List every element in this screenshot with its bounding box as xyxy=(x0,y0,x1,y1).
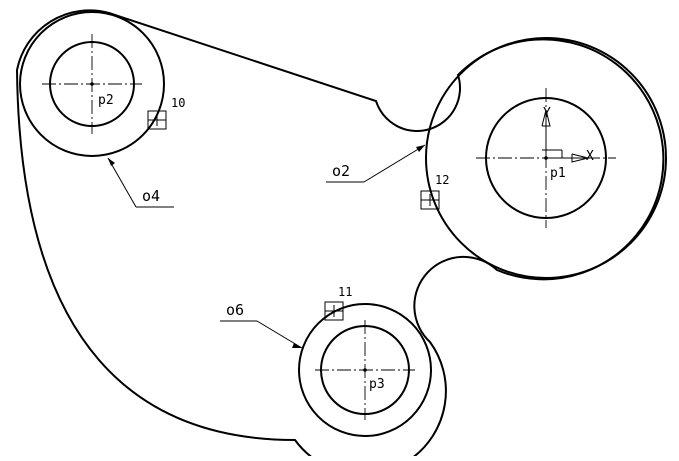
point-p2-label: p2 xyxy=(98,93,114,108)
constraint-10[interactable]: 10 xyxy=(147,96,185,130)
leader-o4: o4 xyxy=(107,157,174,208)
constraint-10-label: 10 xyxy=(171,96,185,110)
outer-contour-path xyxy=(15,9,665,461)
outline-o6-circle[interactable] xyxy=(298,303,432,437)
circle-group-p3 xyxy=(298,303,432,437)
outline-o4-circle[interactable] xyxy=(19,11,165,157)
leader-o6-arrow xyxy=(292,343,302,348)
point-p1-label: p1 xyxy=(550,166,566,181)
leader-o2-arrow xyxy=(416,145,425,152)
outline-o2-label[interactable]: o2 xyxy=(332,162,350,180)
y-axis-arrow xyxy=(541,109,551,127)
x-axis-label: X xyxy=(586,149,594,164)
point-p3-label: p3 xyxy=(369,377,385,392)
circle-group-p1 xyxy=(425,37,667,279)
constraint-11[interactable]: 11 xyxy=(324,285,352,321)
coordinate-system-icon: Y X xyxy=(541,106,594,164)
constraint-12[interactable]: 12 xyxy=(420,173,449,210)
leader-o2: o2 xyxy=(326,144,426,183)
outline-o6-label[interactable]: o6 xyxy=(226,301,244,319)
leader-o4-line xyxy=(107,157,137,208)
constraint-11-label: 11 xyxy=(338,285,352,299)
y-axis-label: Y xyxy=(543,106,551,121)
outline-o4-label[interactable]: o4 xyxy=(142,187,160,205)
circle-group-p2 xyxy=(19,11,165,157)
point-p2-marker[interactable] xyxy=(90,82,94,86)
leader-o6: o6 xyxy=(220,301,303,349)
outline-o2-circle[interactable] xyxy=(425,37,667,279)
outer-contour xyxy=(15,9,665,461)
leader-o2-line xyxy=(363,144,426,183)
x-axis-arrow xyxy=(571,153,589,163)
point-p3-marker[interactable] xyxy=(363,368,367,372)
constraint-12-label: 12 xyxy=(435,173,449,187)
leader-o4-arrow xyxy=(108,158,115,166)
